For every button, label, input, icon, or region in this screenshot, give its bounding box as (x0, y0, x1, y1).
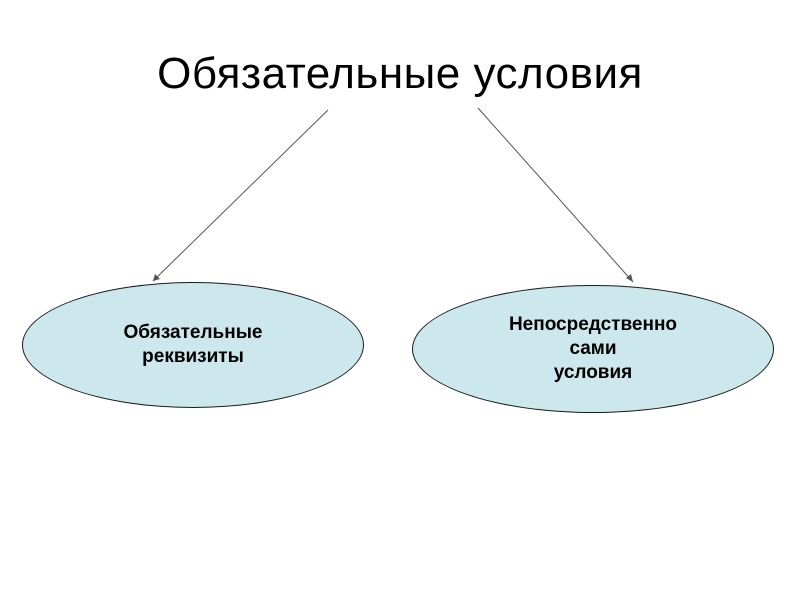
node-label-line: сами (569, 338, 617, 359)
node-mandatory-requisites-label: Обязательные реквизиты (123, 321, 262, 369)
node-conditions-themselves-label: Непосредственно сами условия (509, 313, 677, 385)
connector-left (152, 109, 329, 282)
node-conditions-themselves: Непосредственно сами условия (412, 285, 774, 413)
node-label-line: Непосредственно (508, 314, 678, 335)
node-label-line: Обязательные (123, 322, 263, 343)
diagram-title: Обязательные условия (157, 49, 643, 98)
connector-right-arrowhead (626, 274, 633, 282)
node-label-line: условия (553, 362, 633, 383)
node-label-line: реквизиты (142, 346, 244, 367)
connector-right (477, 107, 634, 283)
connector-left-arrowhead (153, 274, 160, 281)
node-mandatory-requisites: Обязательные реквизиты (22, 282, 364, 408)
